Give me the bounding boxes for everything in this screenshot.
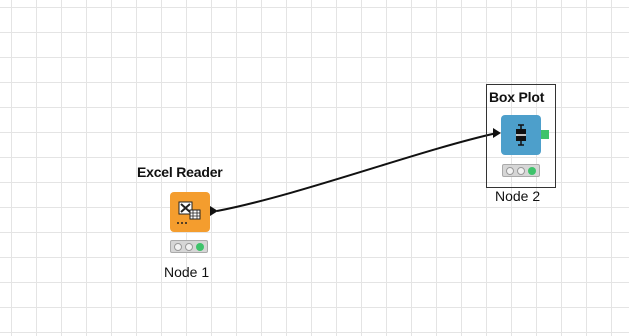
node-2-title[interactable]: Box Plot	[489, 89, 545, 105]
node-2-status-lights	[502, 164, 540, 177]
node-1-title[interactable]: Excel Reader	[137, 164, 223, 180]
node-1-output-port[interactable]	[210, 206, 218, 216]
node-2-input-port[interactable]	[493, 128, 501, 138]
node-2-selection-box	[486, 84, 556, 188]
box-plot-icon	[516, 124, 526, 146]
node-2-output-port[interactable]	[541, 130, 549, 139]
box-plot-node[interactable]	[501, 115, 541, 155]
status-light-red	[506, 167, 514, 175]
status-light-yellow	[185, 243, 193, 251]
excel-reader-icon	[177, 201, 201, 224]
status-light-green	[528, 167, 536, 175]
excel-reader-node[interactable]	[170, 192, 210, 232]
status-light-yellow	[517, 167, 525, 175]
node-1-status-lights	[170, 240, 208, 253]
node-2-label[interactable]: Node 2	[495, 188, 541, 204]
node-1-label[interactable]: Node 1	[164, 264, 210, 280]
connection-node1-node2[interactable]	[216, 132, 498, 212]
status-light-red	[174, 243, 182, 251]
status-light-green	[196, 243, 204, 251]
